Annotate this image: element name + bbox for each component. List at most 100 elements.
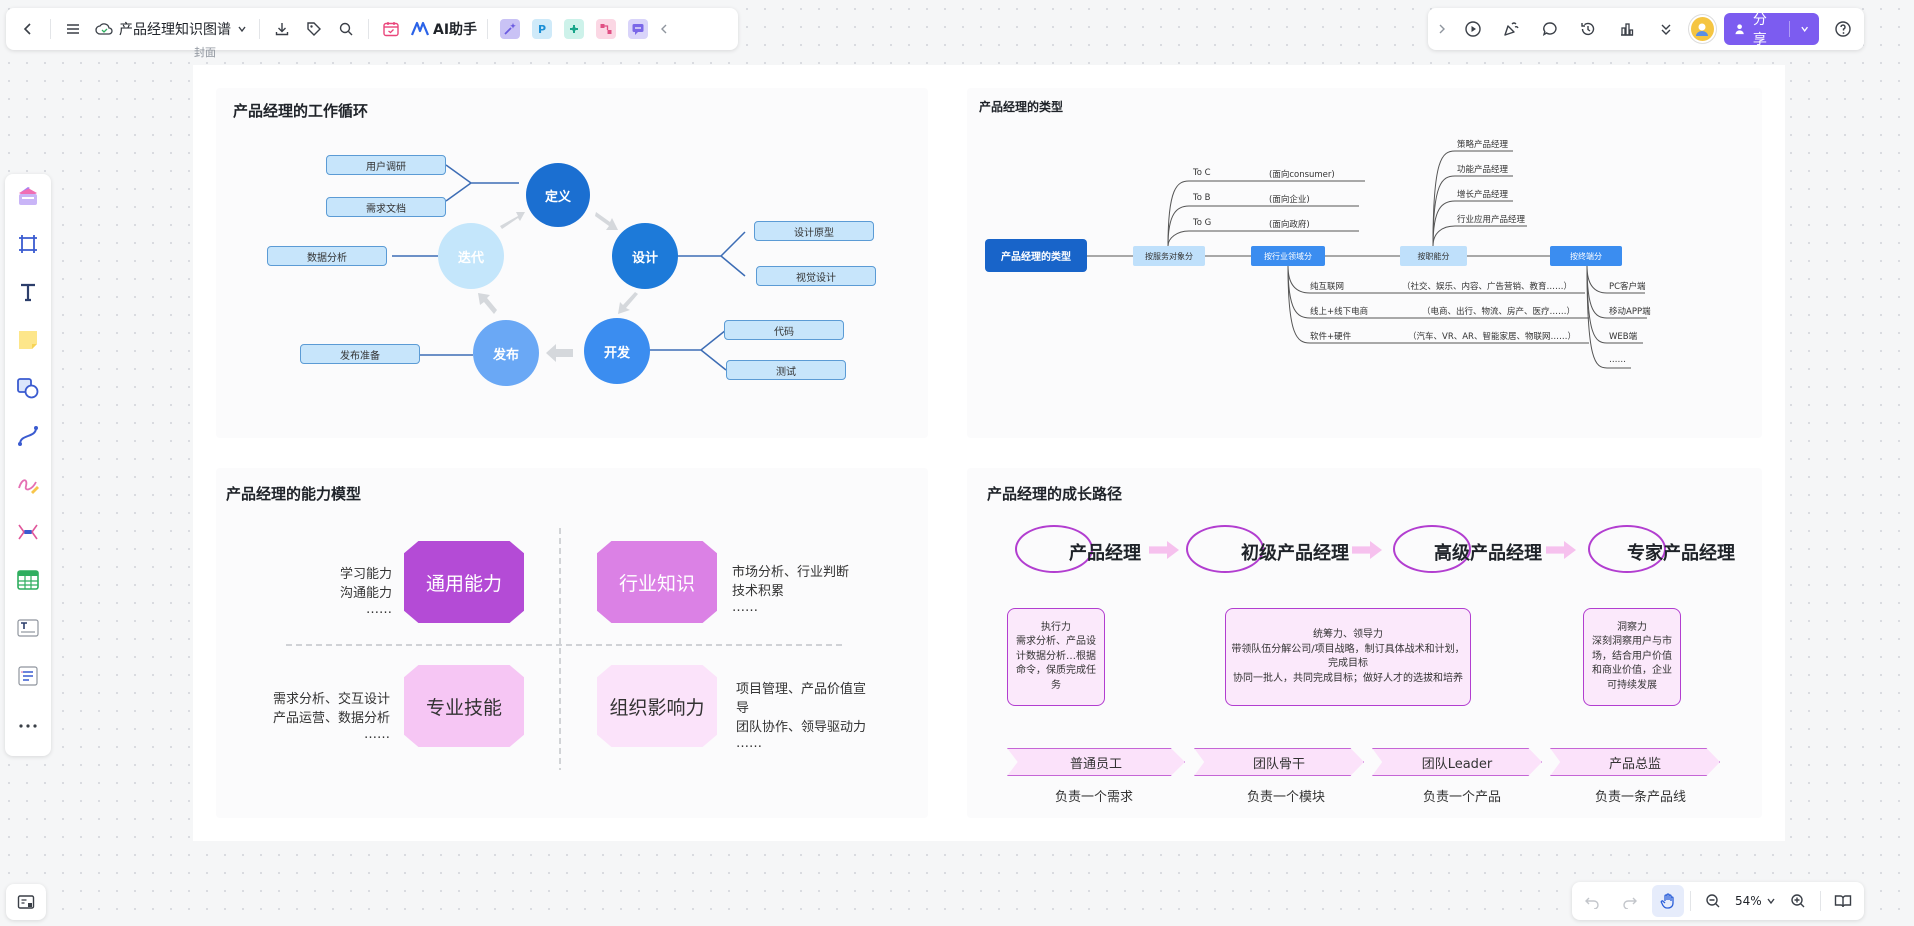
pen-icon[interactable]: [14, 470, 42, 498]
release-node[interactable]: 发布: [473, 320, 539, 386]
mindmap-connectors: [1086, 150, 1647, 369]
search-icon[interactable]: [330, 13, 362, 45]
target-note: (面向consumer): [1269, 170, 1335, 180]
bottom-left-toolbar: [6, 884, 46, 920]
iterate-label: 迭代: [457, 250, 484, 266]
stage-description-box[interactable]: 统筹力、领导力 带领队伍分解公司/项目战略，制订具体战术和计划， 完成目标 协同…: [1225, 608, 1471, 706]
platform-item: WEB端: [1609, 332, 1638, 342]
target-item: To C: [1193, 168, 1211, 178]
comment-icon[interactable]: [1534, 13, 1565, 45]
text-line: ……: [732, 600, 758, 615]
stage-title: 初级产品经理: [1241, 543, 1349, 564]
leaf-test[interactable]: 测试: [726, 360, 846, 380]
zoom-out-icon[interactable]: [1697, 885, 1729, 917]
text-line: 深刻洞察用户与市: [1592, 636, 1672, 648]
level-chevron[interactable]: 普通员工: [1007, 748, 1185, 776]
level-chevron[interactable]: 产品总监: [1550, 748, 1720, 776]
org-influence-cell[interactable]: 组织影响力: [597, 665, 717, 747]
platform-item: PC客户端: [1609, 282, 1646, 292]
level-chevron[interactable]: 团队Leader: [1372, 748, 1542, 776]
text-line: ……: [366, 602, 392, 617]
undo-icon[interactable]: [1576, 885, 1608, 917]
text-line: 导: [736, 701, 750, 716]
minimap-icon[interactable]: [10, 886, 42, 918]
define-node[interactable]: 定义: [526, 163, 590, 227]
expand-chevron-icon[interactable]: [1434, 13, 1449, 45]
statistics-icon[interactable]: [1612, 13, 1643, 45]
history-icon[interactable]: [1573, 13, 1604, 45]
sticky-note-icon[interactable]: [14, 326, 42, 354]
template-icon[interactable]: [14, 182, 42, 210]
text-line: 项目管理、产品价值宣: [736, 682, 867, 697]
stage-title: 专家产品经理: [1627, 543, 1735, 564]
branch-by-target[interactable]: 按服务对象分: [1133, 246, 1205, 266]
zoom-in-icon[interactable]: [1782, 885, 1814, 917]
text-box-icon[interactable]: [14, 614, 42, 642]
branch-by-industry[interactable]: 按行业领域分: [1251, 246, 1325, 266]
divider: [1690, 891, 1691, 911]
leaf-data-analysis[interactable]: 数据分析: [267, 246, 387, 266]
table-icon[interactable]: [14, 566, 42, 594]
mindmap-root[interactable]: 产品经理的类型: [985, 239, 1087, 272]
zoom-level[interactable]: 54%: [1735, 894, 1776, 908]
leaf-code[interactable]: 代码: [724, 320, 844, 340]
celebrate-icon[interactable]: [1496, 13, 1527, 45]
chevron-down-icon: [238, 26, 246, 33]
develop-node[interactable]: 开发: [584, 318, 650, 384]
leaf-visual-design[interactable]: 视觉设计: [756, 266, 876, 286]
text-line: 场，结合用户价值: [1592, 650, 1672, 662]
leaf-prototype[interactable]: 设计原型: [754, 221, 874, 241]
mindmap-tool-icon[interactable]: [14, 518, 42, 546]
cloud-icon: [95, 23, 113, 35]
help-icon[interactable]: [1827, 13, 1858, 45]
text-line: 带领队伍分解公司/项目战略，制订具体战术和计划，: [1231, 643, 1465, 655]
hand-tool-icon[interactable]: [1652, 885, 1684, 917]
present-icon[interactable]: [1457, 13, 1488, 45]
stage-description-box[interactable]: 洞察力 深刻洞察用户与市 场，结合用户价值 和商业价值，企业 可持续发展: [1583, 608, 1681, 706]
tag-icon[interactable]: [298, 13, 330, 45]
app-mindmap-icon[interactable]: [564, 19, 585, 39]
share-button[interactable]: 分享: [1723, 12, 1820, 48]
text-line: 协同一批人，共同完成目标；做好人才的选拔和培养: [1233, 672, 1463, 684]
more-down-icon[interactable]: [1650, 13, 1681, 45]
ability-model-panel: 产品经理的能力模型 通用能力 行业知识 专业技能 组织影响力 学习能力 沟通能力…: [216, 468, 928, 818]
leaf-release-prep[interactable]: 发布准备: [300, 344, 420, 364]
shape-icon[interactable]: [14, 374, 42, 402]
calendar-icon[interactable]: [375, 13, 407, 45]
zoom-level-value: 54%: [1735, 894, 1762, 908]
release-label: 发布: [492, 347, 519, 363]
menu-icon[interactable]: [57, 13, 89, 45]
avatar[interactable]: [1688, 15, 1716, 43]
text-icon[interactable]: [14, 278, 42, 306]
design-node[interactable]: 设计: [612, 223, 678, 289]
industry-note: （汽车、VR、AR、智能家居、物联网……）: [1408, 332, 1576, 342]
document-card-icon[interactable]: [14, 662, 42, 690]
back-icon[interactable]: [12, 13, 44, 45]
leaf-user-research[interactable]: 用户调研: [326, 155, 446, 175]
platform-item: 移动APP端: [1609, 307, 1651, 317]
app-chat-icon[interactable]: [628, 19, 649, 39]
collapse-chevron-icon[interactable]: [654, 13, 674, 45]
professional-skill-cell[interactable]: 专业技能: [404, 665, 524, 747]
more-icon[interactable]: [14, 712, 42, 740]
level-chevron[interactable]: 团队骨干: [1194, 748, 1364, 776]
branch-by-function[interactable]: 按职能分: [1400, 246, 1467, 266]
connector-icon[interactable]: [14, 422, 42, 450]
panel-title: 产品经理的成长路径: [987, 485, 1123, 503]
book-icon[interactable]: [1827, 885, 1859, 917]
industry-knowledge-cell[interactable]: 行业知识: [597, 541, 717, 623]
download-icon[interactable]: [266, 13, 298, 45]
branch-by-platform[interactable]: 按终端分: [1550, 246, 1622, 266]
general-ability-cell[interactable]: 通用能力: [404, 541, 524, 623]
ai-assistant-button[interactable]: AI助手: [407, 19, 481, 39]
app-flow-icon[interactable]: [596, 19, 617, 39]
redo-icon[interactable]: [1614, 885, 1646, 917]
stage-description-box[interactable]: 执行力 需求分析、产品设 计数据分析…根据 命令，保质完成任 务: [1007, 608, 1105, 706]
leaf-requirement-doc[interactable]: 需求文档: [326, 197, 446, 217]
app-magic-icon[interactable]: [500, 19, 521, 39]
iterate-node[interactable]: 迭代: [438, 223, 504, 289]
app-p-icon[interactable]: P: [532, 19, 553, 39]
document-title[interactable]: 产品经理知识图谱: [89, 19, 253, 39]
frame-icon[interactable]: [14, 230, 42, 258]
text-line: 需求分析、交互设计: [272, 692, 390, 707]
